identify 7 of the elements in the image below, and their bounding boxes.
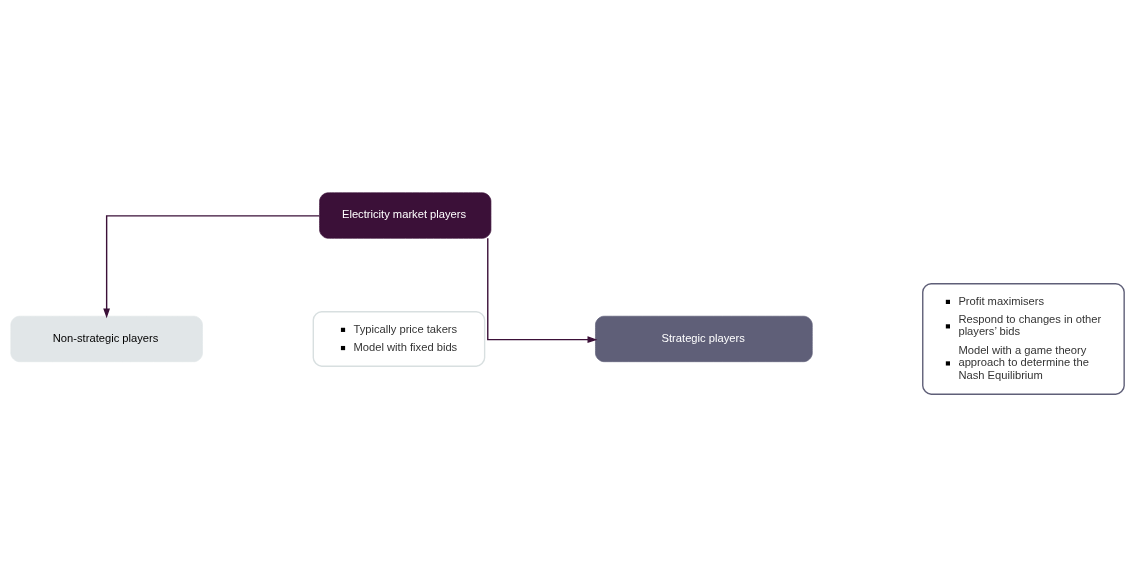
arrow bbox=[487, 237, 598, 343]
node-box: Typically price takers Model with fixed bids bbox=[312, 310, 486, 367]
node-box: Non-strategic players bbox=[10, 315, 203, 362]
node-box: Electricity market players bbox=[319, 191, 492, 239]
arrow bbox=[103, 214, 321, 318]
node-box: Strategic players bbox=[595, 315, 813, 362]
node-box: Profit maximisers Respond to changes in other players’ bids Model with a game theory approach to determine the Nash Equilibrium bbox=[922, 282, 1125, 395]
